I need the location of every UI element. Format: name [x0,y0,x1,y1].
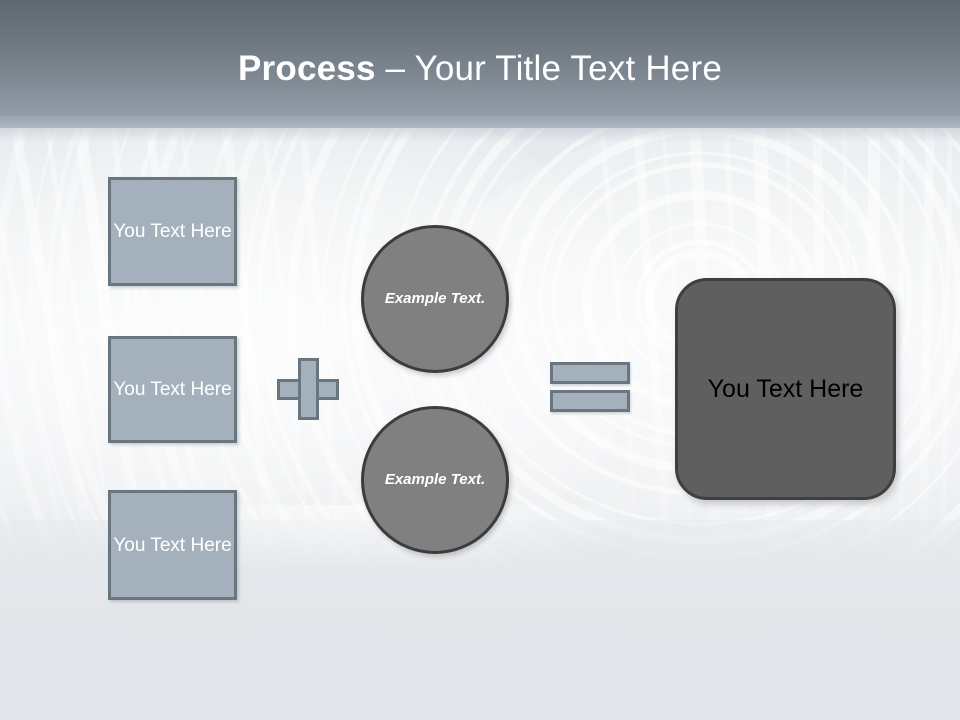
result-box[interactable]: You Text Here [675,278,896,500]
plus-icon [277,358,339,420]
title-band-fade [0,116,960,142]
example-circle-2[interactable]: Example Text. [361,406,509,554]
example-circle-1-label: Example Text. [384,290,486,307]
equals-icon-top-bar [550,362,630,384]
example-circle-1[interactable]: Example Text. [361,225,509,373]
title-band [0,0,960,128]
input-box-3[interactable]: You Text Here [108,490,237,600]
input-box-1[interactable]: You Text Here [108,177,237,286]
result-box-label: You Text Here [707,374,864,403]
input-box-2-label: You Text Here [113,379,232,400]
page-title: Process – Your Title Text Here [0,48,960,90]
input-box-2[interactable]: You Text Here [108,336,237,443]
plus-icon-center-fill [301,382,316,397]
input-box-1-label: You Text Here [113,221,232,242]
input-box-3-label: You Text Here [113,534,232,556]
equals-icon-bottom-bar [550,390,630,412]
page-title-lead: Process [238,49,376,88]
page-title-rest: – Your Title Text Here [375,49,722,88]
example-circle-2-label: Example Text. [384,471,486,488]
